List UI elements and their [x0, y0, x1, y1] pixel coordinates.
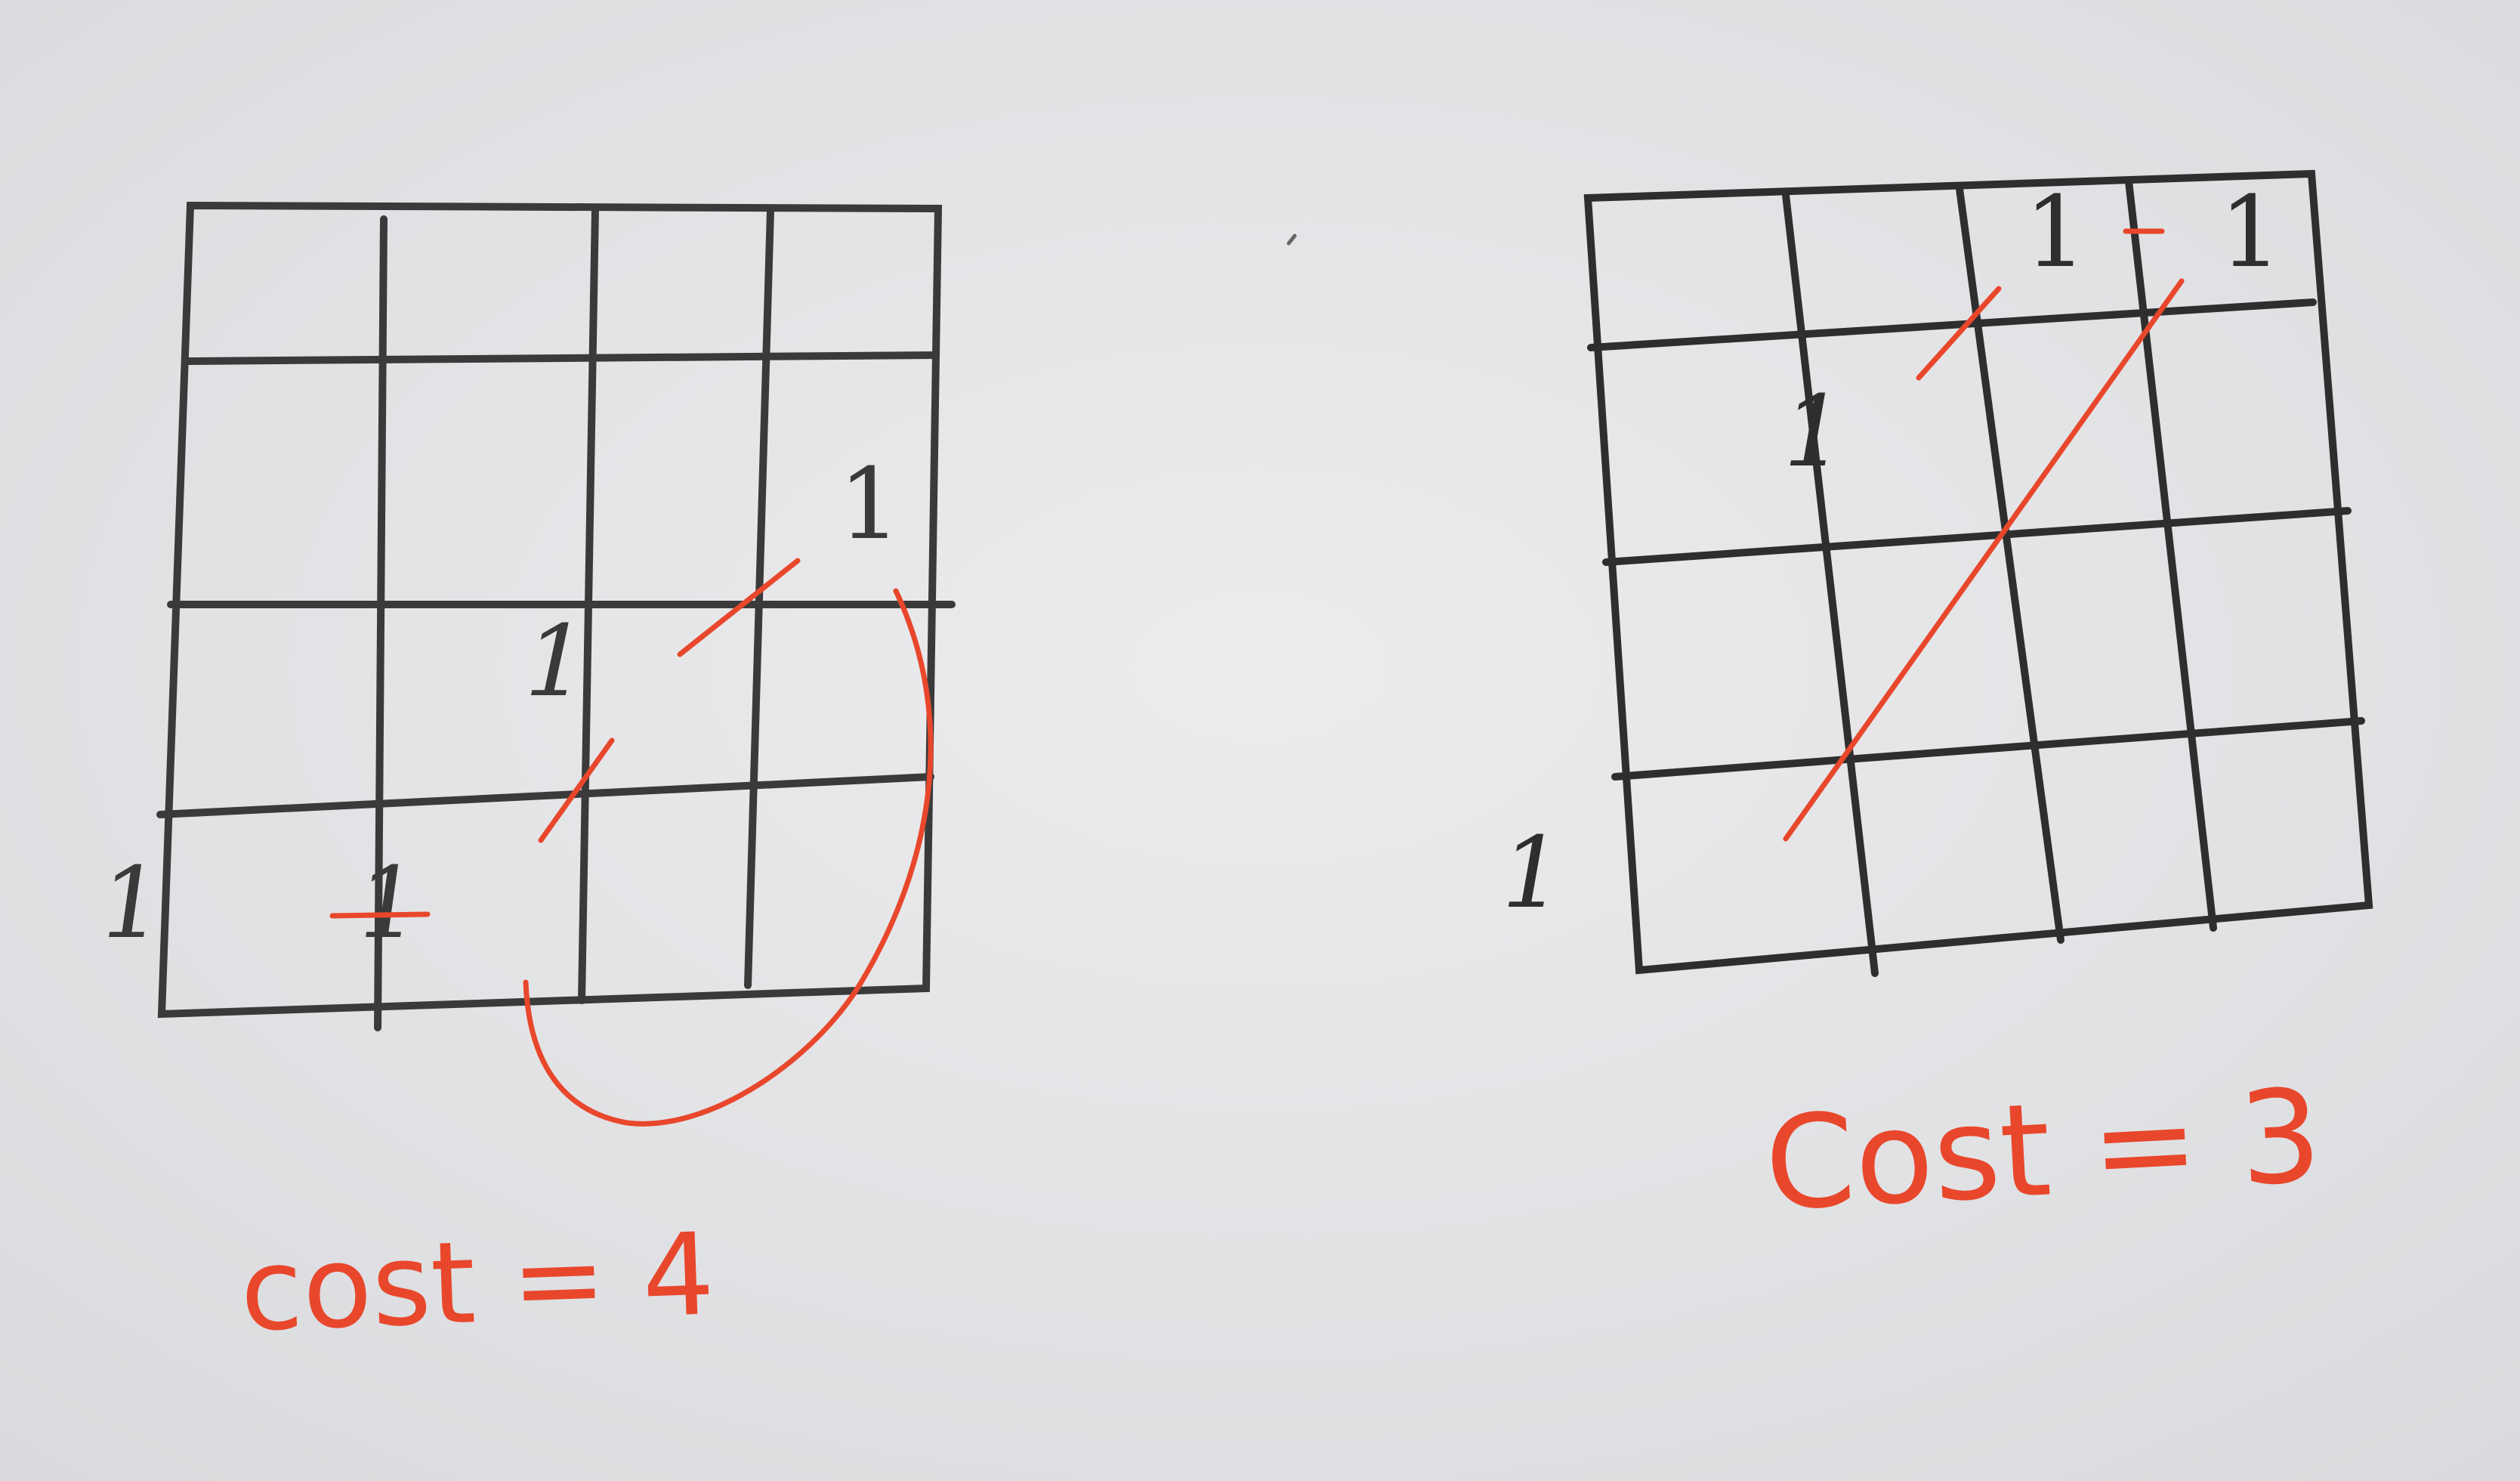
left-grid-hline-1	[184, 351, 939, 365]
right-grid-border	[1583, 169, 2373, 975]
left-grid-vline-1	[374, 215, 388, 1031]
right-grid-vline-3	[2125, 178, 2217, 932]
left-grid-vline-3	[744, 206, 774, 989]
right-cost-label: Cost = 3	[1762, 1062, 2325, 1240]
left-red-wrap-curve	[523, 588, 934, 1127]
right-cell-one-c: 1	[2024, 175, 2087, 289]
pencil-speck	[1286, 233, 1297, 246]
right-grid-red-path	[1783, 228, 2185, 842]
left-red-dash-2	[538, 737, 615, 843]
left-grid-border	[157, 201, 943, 1019]
left-red-dash-3	[677, 558, 801, 657]
left-grid-red-path	[329, 558, 934, 1127]
left-cell-one-d: 1	[838, 447, 901, 561]
right-grid	[1583, 169, 2373, 977]
right-red-dash-short	[1916, 286, 2002, 381]
right-red-diagonal	[1783, 278, 2185, 842]
right-grid-vline-1	[1782, 191, 1879, 977]
left-red-dash-1	[329, 911, 431, 919]
right-grid-hline-2	[1602, 507, 2352, 566]
right-cell-one-d: 1	[2219, 175, 2282, 289]
right-grid-hline-3	[1611, 717, 2365, 781]
left-cost-label: cost = 4	[238, 1209, 716, 1357]
right-grid-hline-1	[1587, 298, 2317, 351]
left-grid-hline-3	[156, 773, 934, 818]
left-grid-vline-2	[578, 205, 599, 1004]
left-grid	[156, 201, 956, 1031]
